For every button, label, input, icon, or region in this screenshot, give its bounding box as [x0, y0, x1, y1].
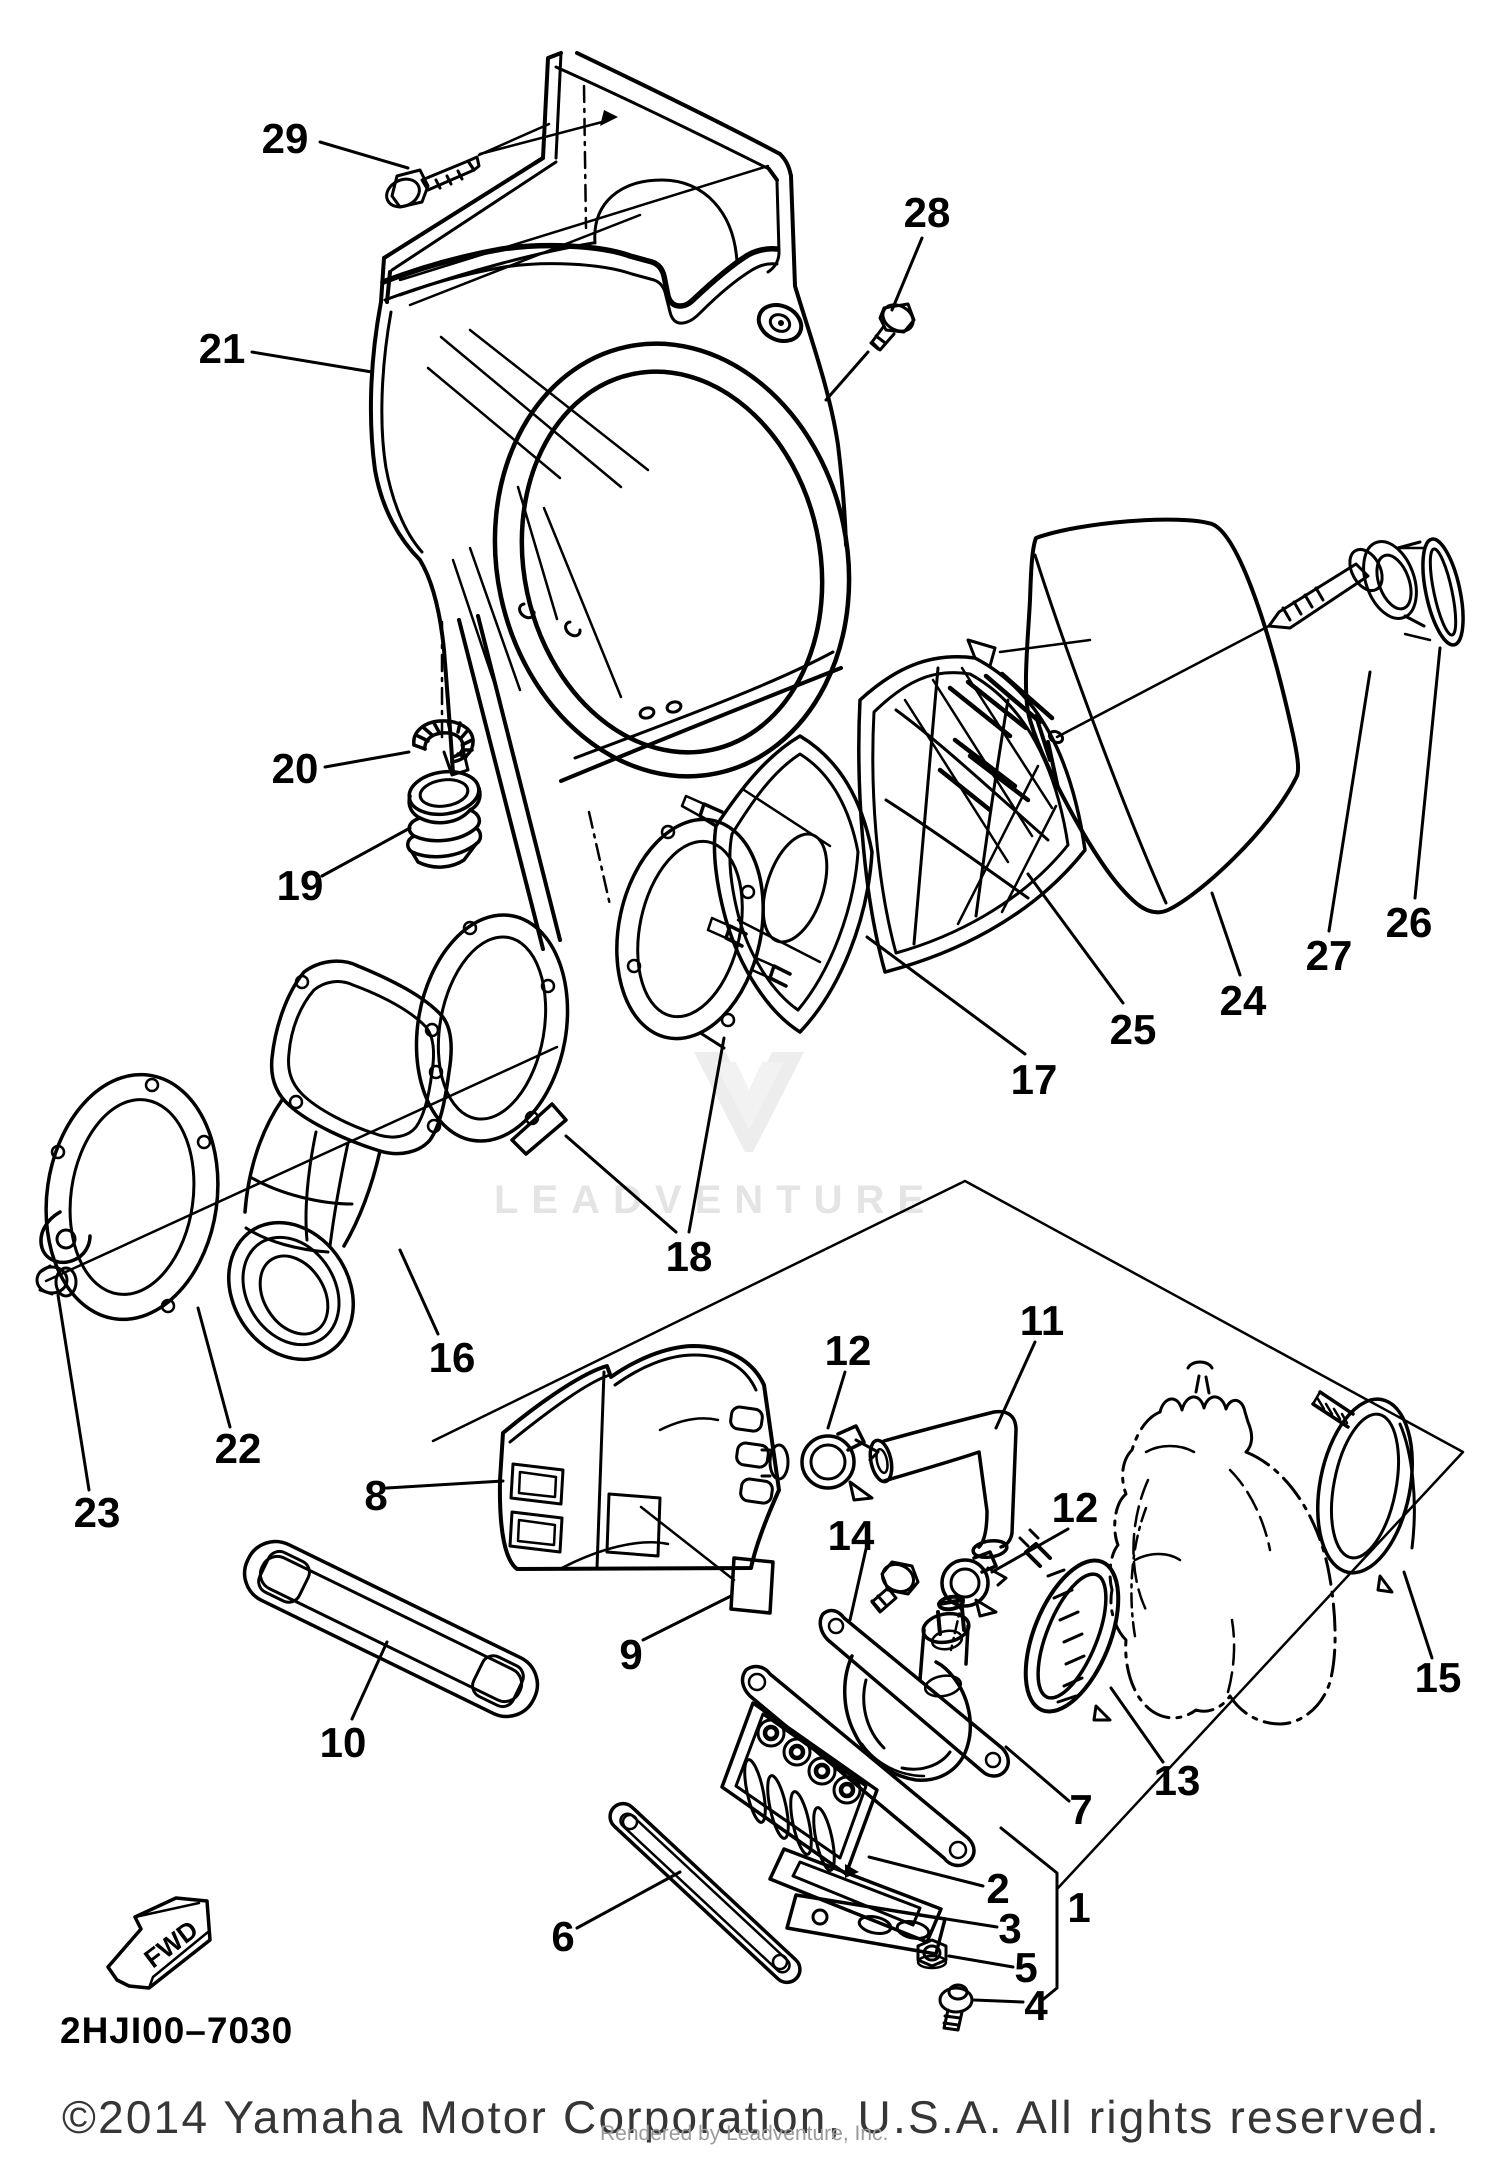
svg-text:24: 24: [1220, 977, 1267, 1024]
svg-text:28: 28: [904, 189, 951, 236]
svg-text:11: 11: [1020, 1297, 1064, 1344]
svg-text:15: 15: [1415, 1654, 1462, 1701]
svg-text:19: 19: [277, 862, 324, 909]
svg-text:7: 7: [1069, 1786, 1092, 1833]
svg-text:9: 9: [619, 1631, 642, 1678]
svg-text:©2014 Yamaha Motor Corporation: ©2014 Yamaha Motor Corporation, U.S.A. A…: [62, 2091, 1441, 2143]
svg-text:29: 29: [262, 115, 309, 162]
svg-text:22: 22: [215, 1425, 262, 1472]
svg-text:5: 5: [1014, 1944, 1037, 1991]
svg-text:2HJI00–7030: 2HJI00–7030: [60, 2010, 293, 2051]
svg-text:2: 2: [986, 1865, 1009, 1912]
svg-text:20: 20: [272, 745, 319, 792]
svg-text:12: 12: [1052, 1484, 1099, 1531]
svg-text:10: 10: [320, 1719, 367, 1766]
svg-text:21: 21: [199, 325, 246, 372]
svg-text:23: 23: [74, 1489, 121, 1536]
svg-text:14: 14: [828, 1512, 875, 1559]
svg-text:8: 8: [364, 1472, 387, 1519]
svg-text:12: 12: [825, 1327, 872, 1374]
svg-text:LEADVENTURE: LEADVENTURE: [494, 1178, 937, 1222]
svg-text:1: 1: [1067, 1884, 1090, 1931]
svg-text:17: 17: [1011, 1056, 1058, 1103]
svg-text:4: 4: [1024, 1982, 1048, 2029]
svg-text:18: 18: [666, 1233, 713, 1280]
svg-text:25: 25: [1110, 1006, 1157, 1053]
svg-text:Rendered by Leadventure, Inc.: Rendered by Leadventure, Inc.: [600, 2122, 888, 2145]
svg-text:16: 16: [429, 1334, 476, 1381]
svg-text:6: 6: [551, 1913, 574, 1960]
svg-text:27: 27: [1306, 932, 1353, 979]
svg-text:13: 13: [1154, 1757, 1201, 1804]
svg-text:FWD: FWD: [138, 1914, 203, 1974]
svg-text:3: 3: [998, 1905, 1021, 1952]
svg-text:26: 26: [1386, 899, 1433, 946]
